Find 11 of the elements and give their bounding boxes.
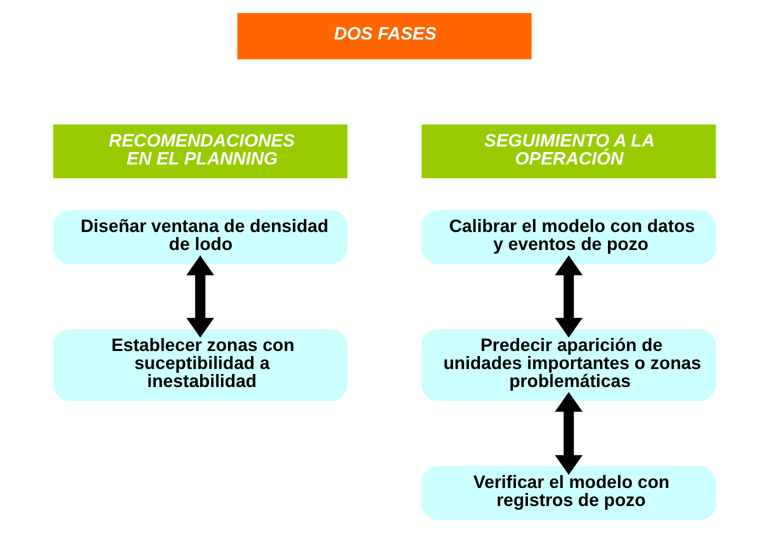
node-box: Calibrar el modelo con datos y eventos de pozo xyxy=(421,210,716,264)
arrow xyxy=(554,255,582,338)
node-box: Verificar el modelo con registros de pozo xyxy=(421,466,716,520)
node-box: Diseñar ventana de densidad de lodo xyxy=(52,210,347,264)
node-box: Establecer zonas con suceptibilidad a inestabilidad xyxy=(52,329,347,401)
arrow xyxy=(186,255,214,338)
node-box: DOS FASES xyxy=(236,13,532,60)
node-box: Predecir aparición de unidades importantes o zonas problemáticas xyxy=(421,329,716,401)
arrow xyxy=(554,392,582,475)
node-box: RECOMENDACIONES EN EL PLANNING xyxy=(52,124,347,178)
node-box: SEGUIMIENTO A LA OPERACIÓN xyxy=(421,124,716,178)
